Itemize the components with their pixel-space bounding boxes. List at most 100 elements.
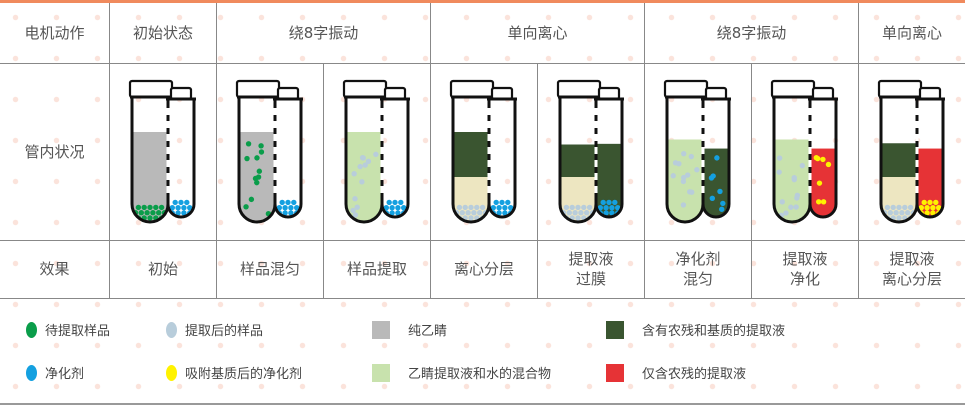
blue-particle bbox=[389, 209, 395, 216]
row-label-tube-state: 管内状况 bbox=[0, 62, 110, 241]
process-table: 电机动作 初始状态绕8字振动单向离心绕8字振动单向离心 管内状况 效果 初始样品… bbox=[0, 3, 965, 299]
tube-graduation bbox=[166, 107, 170, 115]
tube-contents bbox=[239, 131, 275, 222]
tube-graduation bbox=[487, 146, 491, 154]
grayblue-particle bbox=[357, 163, 363, 169]
green-particle bbox=[156, 209, 162, 215]
tube-cap bbox=[770, 79, 816, 98]
green-particle bbox=[248, 196, 255, 202]
tube-cap bbox=[556, 79, 602, 98]
yellow-particle bbox=[816, 179, 823, 186]
yellow-particle bbox=[930, 204, 936, 210]
grayblue-particle bbox=[896, 214, 902, 221]
blue-particle bbox=[505, 199, 511, 205]
grayblue-particle bbox=[462, 204, 468, 210]
tube-graduation bbox=[594, 120, 598, 128]
tube-graduation bbox=[915, 120, 919, 128]
grayblue-particle bbox=[680, 201, 687, 208]
grayblue-particle bbox=[471, 209, 477, 215]
tube-graduation bbox=[166, 146, 170, 154]
blue-particle bbox=[282, 204, 288, 210]
grayblue-particle bbox=[788, 204, 794, 210]
effect-label: 提取液 bbox=[889, 250, 935, 268]
grayblue-particle bbox=[779, 198, 785, 205]
legend-label: 纯乙睛 bbox=[408, 324, 448, 339]
tube-contents bbox=[596, 143, 622, 217]
tube-graduation bbox=[166, 133, 170, 141]
grayblue-particle bbox=[575, 204, 581, 210]
blue-particle bbox=[383, 204, 389, 210]
tube-graduation bbox=[487, 120, 491, 128]
blue-particle bbox=[714, 154, 720, 161]
grayblue-particle bbox=[887, 209, 893, 215]
square-swatch-icon bbox=[606, 320, 624, 339]
blue-particle bbox=[615, 204, 621, 210]
bottom-divider bbox=[0, 403, 965, 405]
tube-graduation bbox=[273, 133, 277, 141]
tube-graduation bbox=[915, 159, 919, 167]
tube-graduation bbox=[808, 159, 812, 167]
blue-particle bbox=[401, 204, 407, 210]
grayblue-particle bbox=[468, 214, 474, 221]
effect-label: 提取液 bbox=[568, 250, 614, 268]
test-tubes-illustration bbox=[556, 79, 624, 223]
grayblue-particle bbox=[913, 214, 917, 221]
tube-cap bbox=[276, 86, 300, 100]
tube-graduation bbox=[487, 133, 491, 141]
tube-graduation bbox=[915, 133, 919, 141]
blue-particle bbox=[708, 174, 715, 181]
grayblue-particle bbox=[485, 214, 489, 221]
legend-label: 净化剂 bbox=[45, 367, 85, 382]
tube-cell-3 bbox=[430, 62, 538, 241]
tube-cell-7 bbox=[858, 62, 965, 241]
header-row: 电机动作 初始状态绕8字振动单向离心绕8字振动单向离心 bbox=[0, 3, 965, 64]
effect-label: 过膜 bbox=[575, 270, 606, 288]
green-particle bbox=[147, 214, 153, 221]
tube-graduation bbox=[166, 120, 170, 128]
tube-graduation bbox=[594, 172, 598, 180]
green-particle bbox=[255, 173, 262, 180]
tube-graduation bbox=[594, 133, 598, 141]
tube-graduation bbox=[166, 185, 170, 193]
blue-particle bbox=[600, 199, 606, 205]
tube-cap bbox=[811, 86, 835, 100]
grayblue-particle bbox=[569, 204, 575, 210]
blue-particle bbox=[709, 195, 716, 201]
tube-graduation bbox=[380, 133, 384, 141]
green-particle bbox=[254, 179, 260, 185]
green-particle bbox=[164, 214, 168, 221]
tube-contents bbox=[917, 148, 943, 217]
blue-particle bbox=[181, 204, 187, 210]
legend-item: 含有农残和基质的提取液 bbox=[606, 320, 785, 339]
blue-particle bbox=[178, 199, 184, 205]
tube-cap bbox=[128, 79, 174, 98]
grayblue-particle bbox=[453, 214, 457, 221]
tube-cell-5 bbox=[644, 62, 752, 241]
blue-particle bbox=[603, 209, 609, 216]
tube-cap bbox=[597, 86, 621, 100]
blue-particle bbox=[169, 204, 175, 210]
tube-graduation bbox=[487, 172, 491, 180]
legend-item: 吸附基质后的净化剂 bbox=[166, 363, 302, 382]
tube-cap bbox=[490, 86, 514, 100]
tube-cap bbox=[235, 79, 281, 98]
tube-graduation bbox=[808, 146, 812, 154]
grayblue-particle bbox=[694, 166, 700, 172]
row-label-motor-action: 电机动作 bbox=[0, 3, 110, 64]
tube-cap bbox=[918, 86, 942, 100]
grayblue-particle bbox=[586, 204, 593, 210]
tube-contents bbox=[667, 139, 703, 222]
green-particle bbox=[245, 140, 252, 147]
blue-particle bbox=[496, 209, 502, 216]
yellow-particle bbox=[825, 161, 832, 167]
effect-label: 离心分层 bbox=[453, 260, 514, 278]
grayblue-particle bbox=[905, 209, 911, 215]
tube-contents bbox=[810, 148, 836, 217]
effect-row: 效果 初始样品混匀样品提取离心分层提取液过膜净化剂混匀提取液净化提取液离心分层 bbox=[0, 239, 965, 299]
square-swatch-icon bbox=[372, 320, 390, 339]
circle-swatch-icon bbox=[166, 321, 177, 338]
grayblue-particle bbox=[560, 214, 564, 221]
grayblue-particle bbox=[584, 209, 590, 215]
tube-cap bbox=[877, 79, 923, 98]
grayblue-particle bbox=[474, 204, 480, 210]
